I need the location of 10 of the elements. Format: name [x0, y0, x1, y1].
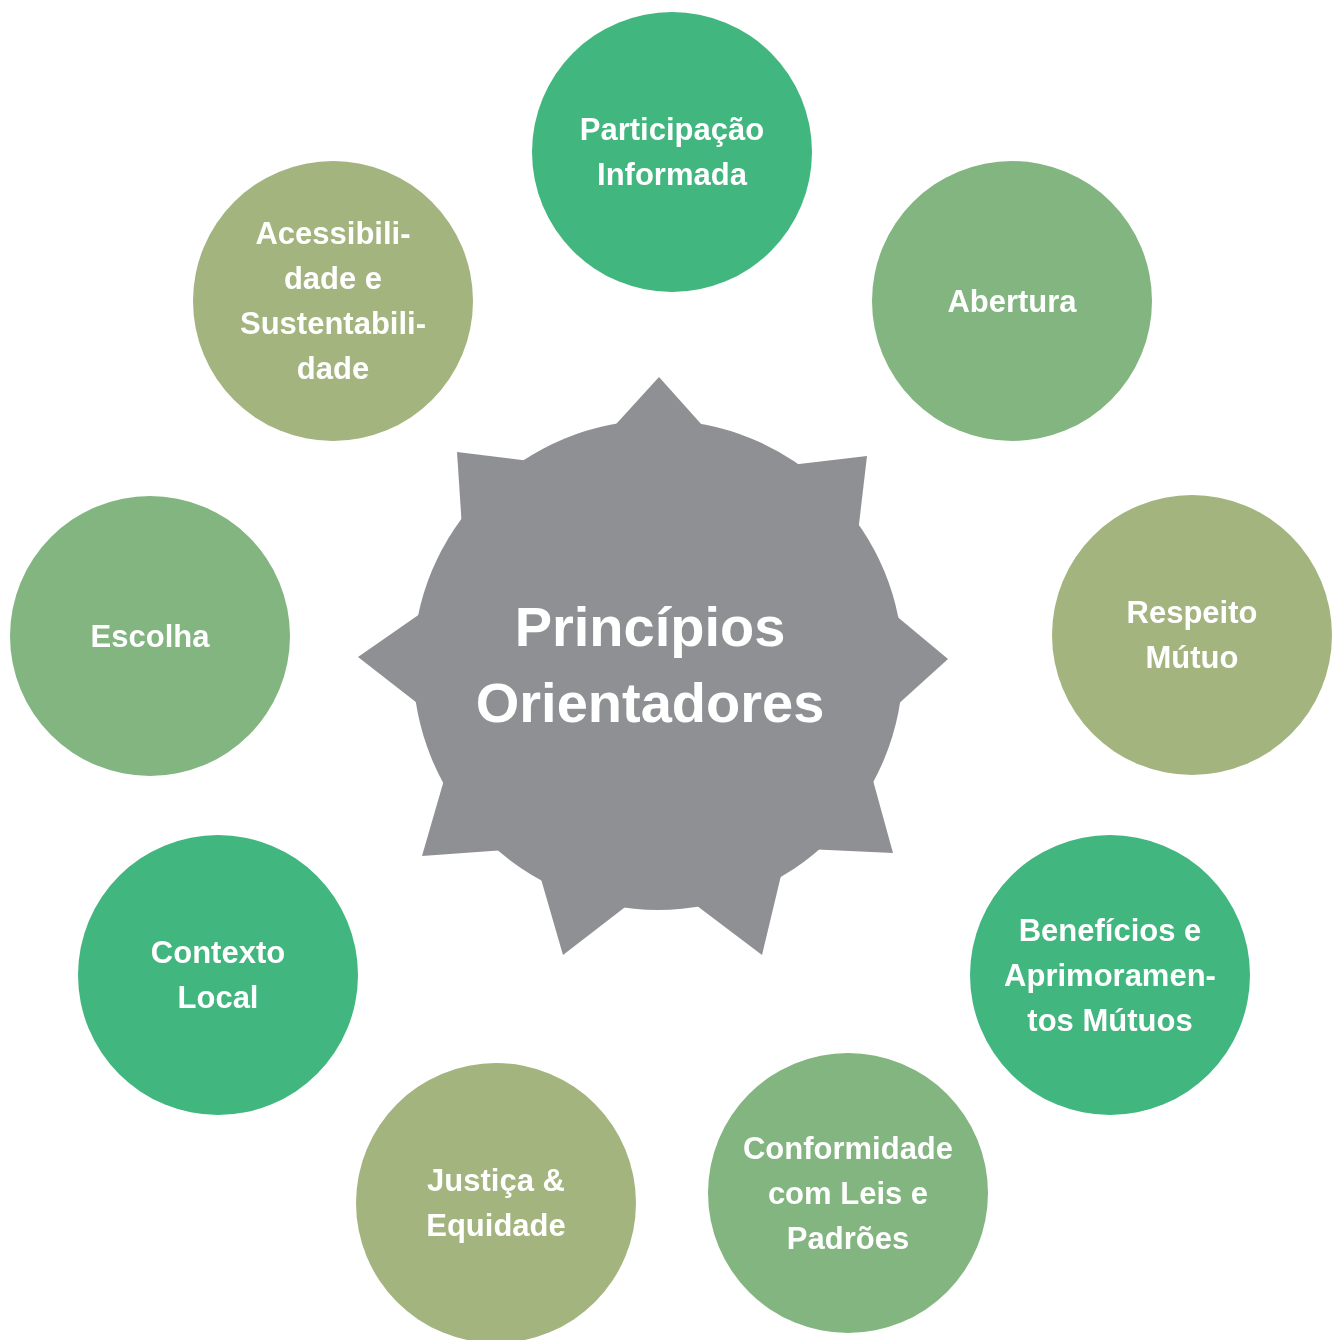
hub-title: Princípios Orientadores — [474, 594, 826, 736]
principle-label: Participação Informada — [578, 111, 766, 194]
principle-label: Justiça & Equidade — [425, 1162, 567, 1245]
principle-label: Respeito Mútuo — [1125, 594, 1259, 677]
principle-label: Contexto Local — [149, 934, 287, 1017]
principle-label: Acessibili- dade e Sustentabili- dade — [239, 215, 427, 388]
principle-label: Abertura — [947, 282, 1077, 321]
principle-label: Benefícios e Aprimoramen- tos Mútuos — [1003, 911, 1217, 1040]
principle-label: Escolha — [90, 617, 210, 656]
principle-label: Conformidade com Leis e Padrões — [741, 1129, 955, 1258]
